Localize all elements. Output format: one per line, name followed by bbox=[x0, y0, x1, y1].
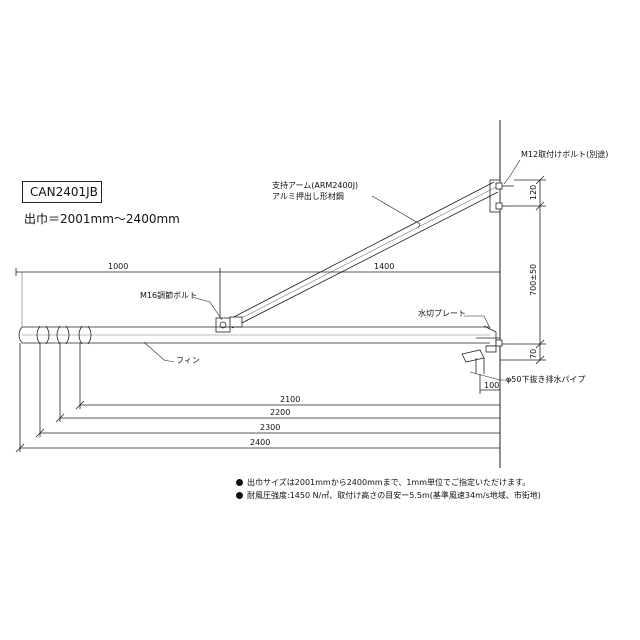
note-1: 出巾サイズは2001mmから2400mmまで、1mm単位でご指定いただけます。 bbox=[236, 478, 530, 488]
support-arm bbox=[227, 181, 499, 329]
canopy-beam bbox=[18, 325, 490, 345]
dim-2300: 2300 bbox=[260, 423, 281, 432]
label-drain-pipe: φ50下抜き排水パイプ bbox=[506, 375, 586, 384]
label-mounting-bolt: M12取付けボルト(別途) bbox=[521, 150, 609, 159]
model-box bbox=[22, 181, 102, 203]
dim-700: 700±50 bbox=[529, 263, 538, 296]
dim-line-100 bbox=[479, 374, 500, 394]
dim-1400: 1400 bbox=[374, 262, 395, 271]
drip-plate bbox=[476, 325, 512, 353]
leader-lines bbox=[143, 159, 521, 381]
drain-pipe bbox=[461, 349, 485, 374]
dim-70: 70 bbox=[529, 348, 538, 359]
dim-line-right bbox=[500, 175, 546, 365]
dim-2100: 2100 bbox=[280, 395, 301, 404]
note-1-text: 出巾サイズは2001mmから2400mmまで、1mm単位でご指定いただけます。 bbox=[247, 478, 531, 487]
label-drip-plate: 水切プレート bbox=[418, 309, 466, 318]
dim-lines-bottom bbox=[15, 343, 500, 453]
span-range-text: 出巾＝2001mm～2400mm bbox=[24, 212, 180, 226]
model-code: CAN2401JB bbox=[30, 185, 98, 199]
wall-bracket-top bbox=[489, 179, 514, 213]
bullet-icon bbox=[236, 492, 243, 499]
note-2-text: 耐風圧強度:1450 N/㎡、取付け高さの目安ー5.5m(基準風速34m/s地域… bbox=[247, 491, 541, 500]
label-fin: フィン bbox=[176, 356, 200, 365]
note-2: 耐風圧強度:1450 N/㎡、取付け高さの目安ー5.5m(基準風速34m/s地域… bbox=[236, 491, 541, 501]
label-adjust-bolt: M16調節ボルト bbox=[140, 291, 198, 300]
dim-120: 120 bbox=[529, 184, 538, 200]
arm-joint bbox=[215, 316, 243, 333]
dim-line-top bbox=[15, 268, 501, 327]
dim-2400: 2400 bbox=[250, 438, 271, 447]
dim-100: 100 bbox=[484, 381, 500, 390]
label-support-arm-2: アルミ押出し形材鋼 bbox=[272, 192, 344, 201]
label-support-arm-1: 支持アーム(ARM2400J) bbox=[272, 181, 359, 190]
bullet-icon bbox=[236, 479, 243, 486]
dim-1000: 1000 bbox=[108, 262, 129, 271]
dim-2200: 2200 bbox=[270, 408, 291, 417]
